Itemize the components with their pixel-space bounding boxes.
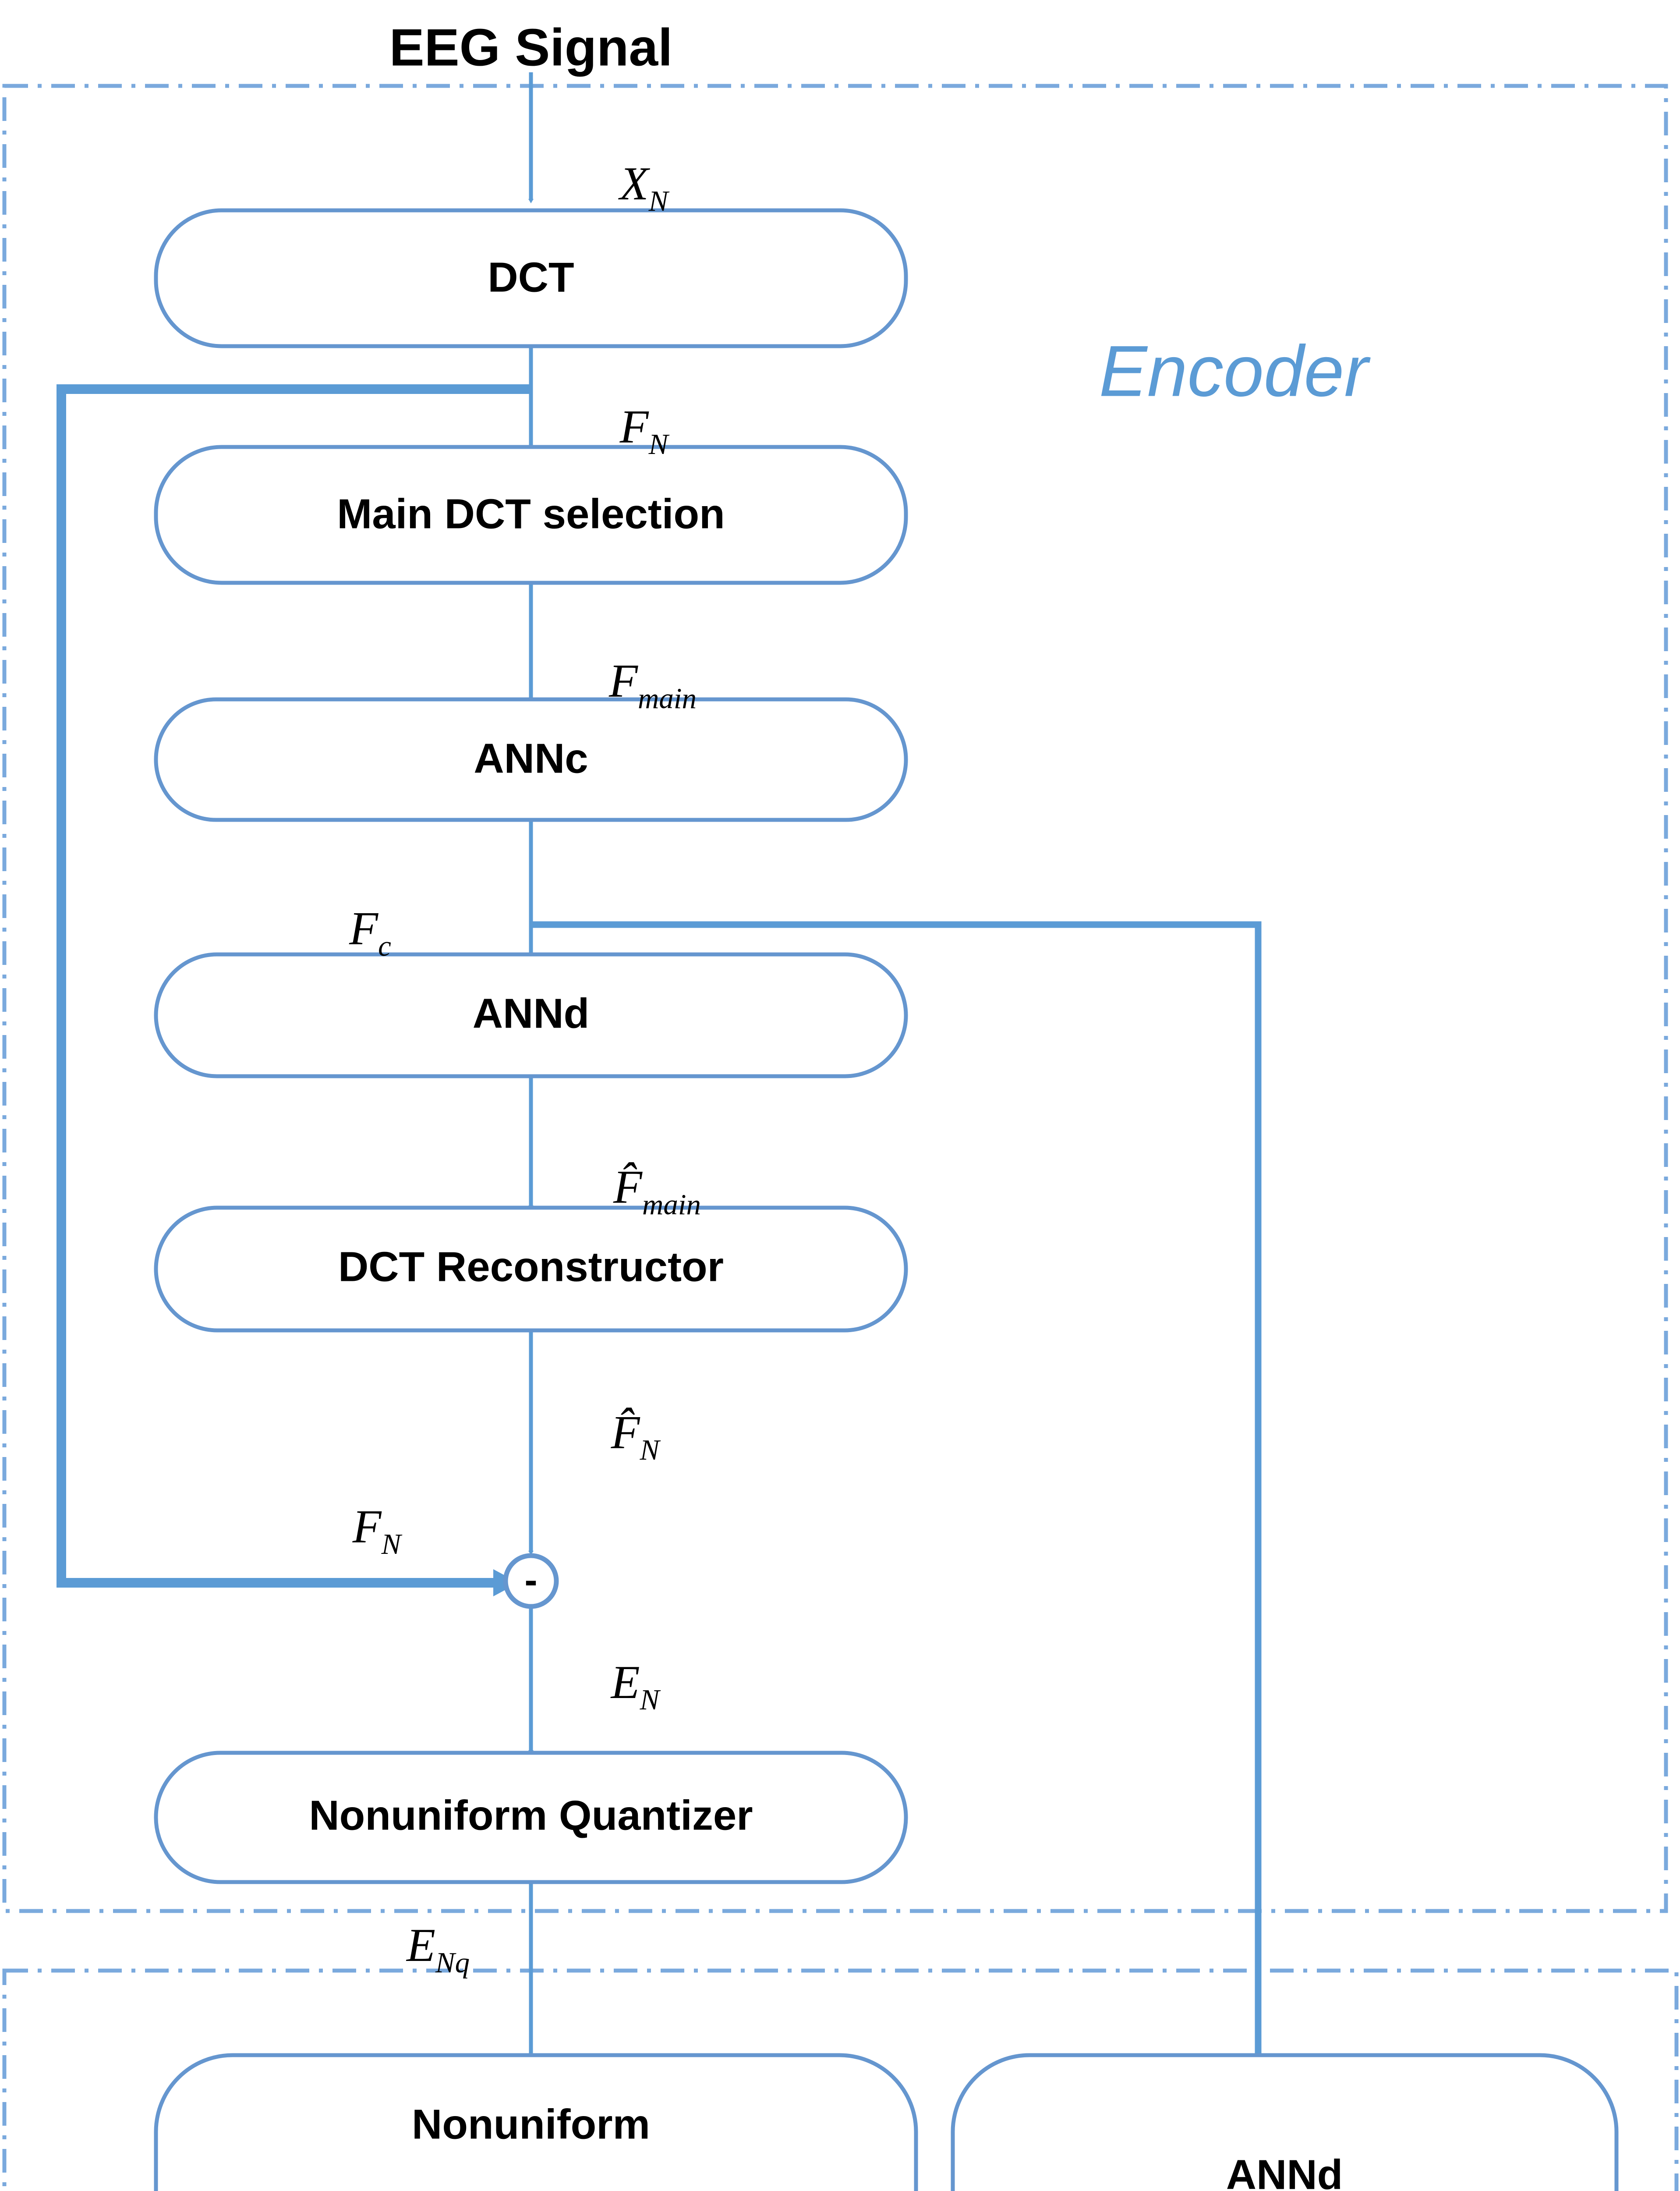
block-nonuniform-quantizer-label: Nonuniform Quantizer [309,1792,753,1839]
block-annc[interactable]: ANNc [154,697,908,822]
block-annd-decoder[interactable]: ANNd [951,2053,1619,2191]
subtraction-node[interactable]: - [503,1553,559,1609]
subtraction-node-symbol: - [524,1558,537,1601]
signal-label-f-main-hat-encoder: F̂main [613,1161,701,1221]
encoder-region-frame [2,84,1668,1913]
signal-label-f-n-hat-encoder: F̂N [611,1407,661,1466]
signal-label-x-n: XN [618,158,670,217]
block-annc-label: ANNc [474,735,588,782]
input-signal-title: EEG Signal [389,18,673,77]
block-main-dct-selection[interactable]: Main DCT selection [154,445,908,585]
block-dct-reconstructor-encoder-label: DCT Reconstructor [338,1243,724,1290]
block-main-dct-selection-label: Main DCT selection [337,490,725,537]
signal-label-e-n: EN [610,1656,661,1716]
block-annd-decoder-label: ANNd [1226,2151,1343,2191]
block-nonuniform-dequantizer-label-line1: Nonuniform [412,2101,650,2148]
block-dct-reconstructor-encoder[interactable]: DCT Reconstructor [154,1205,908,1333]
signal-label-f-n-1: FN [619,401,670,461]
block-dct-label: DCT [488,254,574,301]
signal-label-f-main: Fmain [608,655,697,715]
encoder-region-label: Encoder [1099,331,1371,411]
connector-fc-to-decoder-annd [531,921,1262,2059]
signal-label-f-n-2: FN [352,1501,403,1560]
block-nonuniform-quantizer[interactable]: Nonuniform Quantizer [154,1751,908,1884]
connector-fn-feedback-to-subtract [57,384,531,1596]
block-dct[interactable]: DCT [154,208,908,348]
signal-label-e-nq: ENq [406,1919,470,1979]
signal-label-f-c: Fc [349,903,391,962]
block-nonuniform-dequantizer[interactable]: Nonuniform Dequantizer [154,2053,918,2191]
connector-group [57,72,1262,2191]
block-annd-encoder-label: ANNd [473,990,590,1037]
block-annd-encoder[interactable]: ANNd [154,952,908,1078]
